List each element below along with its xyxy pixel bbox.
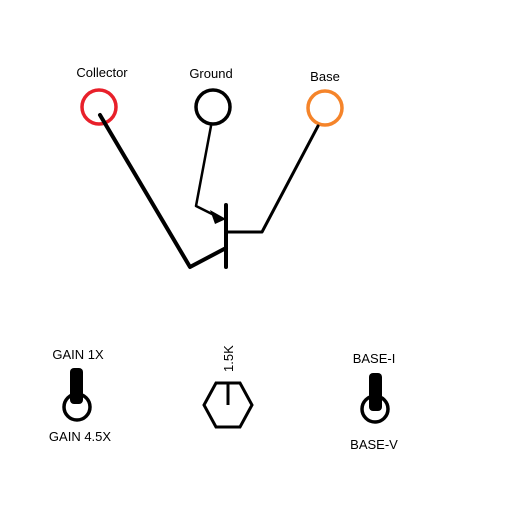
base-terminal[interactable] bbox=[306, 89, 344, 127]
emitter-arrow-icon bbox=[210, 210, 226, 224]
knob-hexagon-icon[interactable] bbox=[202, 381, 254, 429]
gain-switch[interactable]: GAIN 1X GAIN 4.5X bbox=[49, 347, 111, 444]
base-switch-base-icon bbox=[360, 394, 390, 424]
base-wire bbox=[226, 124, 320, 234]
ground-terminal[interactable] bbox=[194, 88, 232, 126]
collector-terminal[interactable] bbox=[80, 88, 118, 126]
ground-wire bbox=[194, 124, 222, 220]
gain-switch-top-label: GAIN 1X bbox=[52, 347, 104, 362]
base-mode-switch[interactable]: BASE-I BASE-V bbox=[350, 351, 398, 452]
base-switch-top-label: BASE-I bbox=[353, 351, 396, 366]
gain-switch-bottom-label: GAIN 4.5X bbox=[49, 429, 111, 444]
gain-switch-lever[interactable] bbox=[70, 368, 83, 404]
collector-wire bbox=[98, 113, 228, 269]
base-label: Base bbox=[310, 69, 340, 84]
gain-switch-base-icon bbox=[62, 392, 92, 422]
resistor-knob-label: 1.5K bbox=[221, 345, 236, 372]
collector-label: Collector bbox=[76, 65, 128, 80]
transistor-symbol bbox=[98, 113, 320, 269]
ground-label: Ground bbox=[189, 66, 232, 81]
base-switch-lever[interactable] bbox=[369, 373, 382, 411]
base-switch-bottom-label: BASE-V bbox=[350, 437, 398, 452]
resistor-knob[interactable]: 1.5K bbox=[202, 345, 254, 429]
